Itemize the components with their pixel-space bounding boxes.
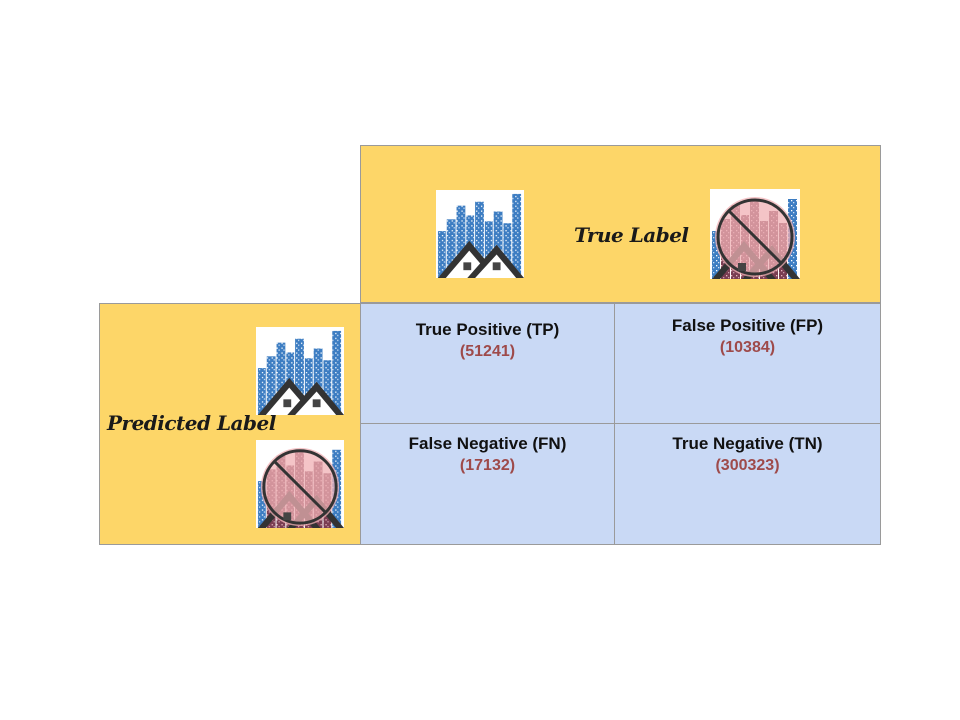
cell-title: False Positive (FP)	[671, 316, 824, 335]
no-house-city-icon	[256, 438, 344, 530]
cell-count: (10384)	[719, 339, 776, 356]
cell-count: (17132)	[459, 457, 516, 474]
no-house-city-icon	[710, 188, 800, 280]
true-label-heading: True Label	[574, 223, 689, 247]
cell-count: (300323)	[715, 457, 780, 474]
cell-false-negative: False Negative (FN) (17132)	[360, 423, 615, 545]
cell-count: (51241)	[459, 343, 516, 360]
house-city-icon	[256, 327, 344, 415]
cell-false-positive: False Positive (FP) (10384)	[614, 303, 881, 424]
cell-true-negative: True Negative (TN) (300323)	[614, 423, 881, 545]
house-city-icon	[436, 190, 524, 278]
cell-title: False Negative (FN)	[408, 434, 567, 453]
cell-title: True Positive (TP)	[415, 320, 560, 339]
cell-title: True Negative (TN)	[672, 434, 823, 453]
predicted-label-heading: Predicted Label	[107, 411, 276, 435]
cell-true-positive: True Positive (TP) (51241)	[360, 303, 615, 424]
